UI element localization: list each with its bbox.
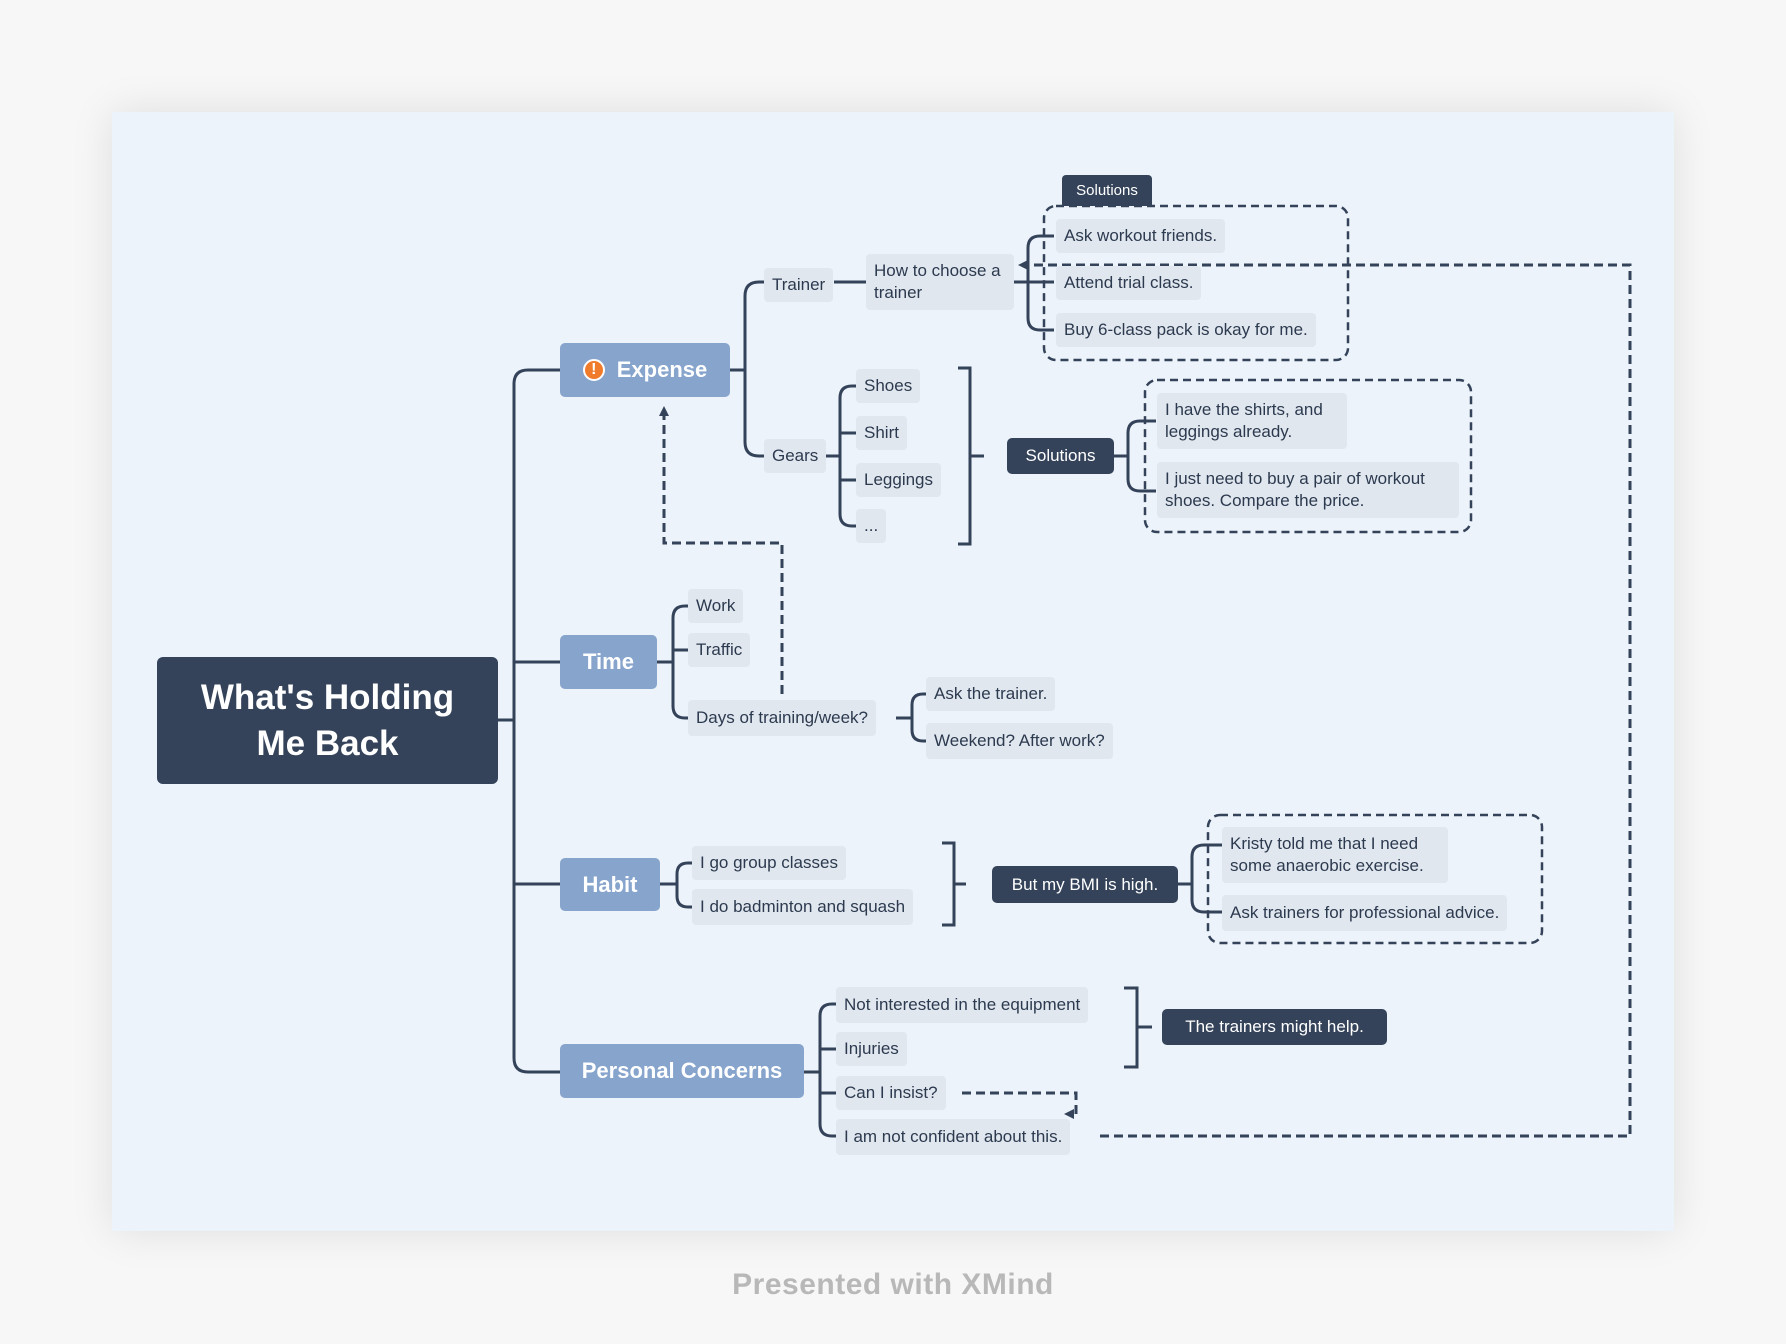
habit-item-label: I go group classes	[700, 853, 838, 872]
personal-summary-label: The trainers might help.	[1185, 1017, 1364, 1036]
concern-item[interactable]: I am not confident about this.	[836, 1119, 1071, 1155]
concern-item[interactable]: Not interested in the equipment	[836, 987, 1089, 1023]
concern-item-label: Injuries	[844, 1039, 899, 1058]
root-title: What's Holding Me Back	[200, 677, 455, 763]
days-answer-label: Ask the trainer.	[934, 684, 1048, 703]
habit-note-label: Kristy told me that I need some anaerobi…	[1230, 834, 1424, 875]
habit-note-item[interactable]: Ask trainers for professional advice.	[1222, 895, 1508, 931]
gears-solution-label: I just need to buy a pair of workout sho…	[1165, 469, 1425, 510]
subtopic-choose-trainer[interactable]: How to choose a trainer	[866, 254, 1014, 310]
subtopic-trainer-label: Trainer	[772, 275, 826, 294]
topic-habit[interactable]: Habit	[560, 858, 660, 911]
gear-item-label: ...	[864, 516, 879, 535]
habit-note-label: Ask trainers for professional advice.	[1230, 903, 1500, 922]
concern-item-label: Not interested in the equipment	[844, 995, 1081, 1014]
gear-item-label: Shirt	[864, 423, 899, 442]
solutions-boundary-tag: Solutions	[1062, 175, 1152, 206]
solutions-boundary-tag-label: Solutions	[1076, 182, 1138, 199]
gears-solutions-summary-label: Solutions	[1025, 446, 1096, 465]
warning-icon: !	[582, 359, 605, 381]
time-item-label: Days of training/week?	[696, 708, 868, 727]
habit-item[interactable]: I do badminton and squash	[692, 889, 914, 925]
topic-personal-concerns-label: Personal Concerns	[581, 1058, 783, 1083]
gear-item-label: Shoes	[864, 376, 913, 395]
gear-item[interactable]: ...	[856, 509, 887, 543]
gears-solution-item[interactable]: I have the shirts, and leggings already.	[1157, 393, 1347, 449]
root-topic[interactable]: What's Holding Me Back	[157, 657, 498, 784]
days-answer-item[interactable]: Weekend? After work?	[926, 723, 1113, 759]
gears-solution-label: I have the shirts, and leggings already.	[1165, 400, 1323, 441]
topic-habit-label: Habit	[582, 871, 638, 897]
time-item-days[interactable]: Days of training/week?	[688, 700, 876, 736]
subtopic-gears[interactable]: Gears	[764, 439, 827, 473]
topic-time-label: Time	[583, 649, 634, 674]
time-item-label: Work	[696, 596, 736, 615]
time-item-label: Traffic	[696, 640, 743, 659]
gears-solution-item[interactable]: I just need to buy a pair of workout sho…	[1157, 462, 1459, 518]
topic-time[interactable]: Time	[560, 635, 657, 689]
concern-item-label: Can I insist?	[844, 1083, 938, 1102]
gear-item[interactable]: Leggings	[856, 463, 942, 497]
habit-item[interactable]: I go group classes	[692, 846, 846, 880]
habit-summary[interactable]: But my BMI is high.	[992, 866, 1178, 903]
concern-item[interactable]: Injuries	[836, 1032, 907, 1066]
trainer-solution-label: Ask workout friends.	[1064, 226, 1218, 245]
time-item[interactable]: Traffic	[688, 633, 751, 667]
days-answer-item[interactable]: Ask the trainer.	[926, 677, 1056, 711]
trainer-solution-item[interactable]: Ask workout friends.	[1056, 219, 1226, 253]
gear-item[interactable]: Shoes	[856, 369, 921, 403]
habit-summary-label: But my BMI is high.	[1011, 874, 1159, 894]
trainer-solution-item[interactable]: Buy 6-class pack is okay for me.	[1056, 313, 1316, 347]
topic-expense[interactable]: ! Expense	[560, 343, 730, 397]
subtopic-choose-trainer-label: How to choose a trainer	[874, 261, 1001, 302]
subtopic-gears-label: Gears	[772, 446, 819, 465]
trainer-solution-label: Attend trial class.	[1064, 273, 1194, 292]
gears-solutions-summary[interactable]: Solutions	[1007, 438, 1114, 474]
gear-item[interactable]: Shirt	[856, 416, 907, 450]
habit-note-item[interactable]: Kristy told me that I need some anaerobi…	[1222, 827, 1448, 883]
concern-item-label: I am not confident about this.	[844, 1127, 1063, 1146]
trainer-solution-label: Buy 6-class pack is okay for me.	[1064, 320, 1308, 339]
habit-item-label: I do badminton and squash	[700, 897, 906, 916]
trainer-solution-item[interactable]: Attend trial class.	[1056, 266, 1202, 300]
time-item[interactable]: Work	[688, 589, 744, 623]
topic-expense-label: Expense	[616, 357, 708, 382]
footer-credit: Presented with XMind	[732, 1268, 1054, 1301]
subtopic-trainer[interactable]: Trainer	[764, 268, 834, 302]
gear-item-label: Leggings	[864, 470, 934, 489]
days-answer-label: Weekend? After work?	[934, 731, 1105, 750]
topic-personal-concerns[interactable]: Personal Concerns	[560, 1044, 804, 1098]
concern-item[interactable]: Can I insist?	[836, 1076, 946, 1110]
personal-summary[interactable]: The trainers might help.	[1162, 1009, 1387, 1045]
